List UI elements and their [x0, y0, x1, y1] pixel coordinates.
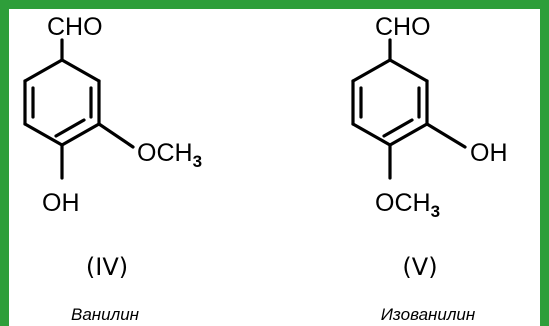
molecule-vanillin: CHO OCH3 OH (IV) Ванилин: [23, 13, 202, 324]
vanillin-top-group: CHO: [47, 13, 103, 41]
ring-double-bond: [382, 118, 414, 138]
ring-bond: [23, 122, 64, 147]
isovanillin-bottom-group: OCH: [375, 189, 431, 217]
isovanillin-side-group-text: OH: [470, 139, 508, 167]
isovanillin-bottom-group-text: OCH3: [375, 189, 440, 221]
vanillin-name: Ванилин: [71, 305, 140, 324]
vanillin-side-group-text: OCH3: [137, 139, 202, 171]
isovanillin-name: Изованилин: [381, 305, 476, 324]
vanillin-bottom-group: OH: [42, 189, 80, 217]
vanillin-bottom-group-text: OH: [42, 189, 80, 217]
ring-bond: [23, 58, 64, 83]
vanillin-number: (IV): [86, 253, 128, 281]
vanillin-side-group: OCH: [137, 139, 193, 167]
ring-bond: [388, 58, 429, 83]
ring-double-bond: [54, 118, 86, 138]
isovanillin-top-group: CHO: [375, 13, 431, 41]
isovanillin-ring: [351, 58, 429, 147]
isovanillin-side-group: OH: [470, 139, 508, 167]
bond-to-och3: [97, 122, 135, 149]
ring-bond: [388, 122, 429, 147]
molecule-isovanillin: CHO OH OCH3 (V) Изованилин: [351, 13, 508, 324]
ring-bond: [60, 58, 101, 83]
ring-bond: [351, 58, 392, 83]
isovanillin-number: (V): [402, 253, 437, 281]
figure-panel: [9, 9, 540, 326]
ring-bond: [60, 122, 101, 147]
vanillin-ring: [23, 58, 101, 147]
isovanillin-bottom-subscript: 3: [431, 202, 440, 221]
ring-bond: [351, 122, 392, 147]
vanillin-side-subscript: 3: [193, 152, 202, 171]
bond-to-oh: [425, 122, 467, 149]
